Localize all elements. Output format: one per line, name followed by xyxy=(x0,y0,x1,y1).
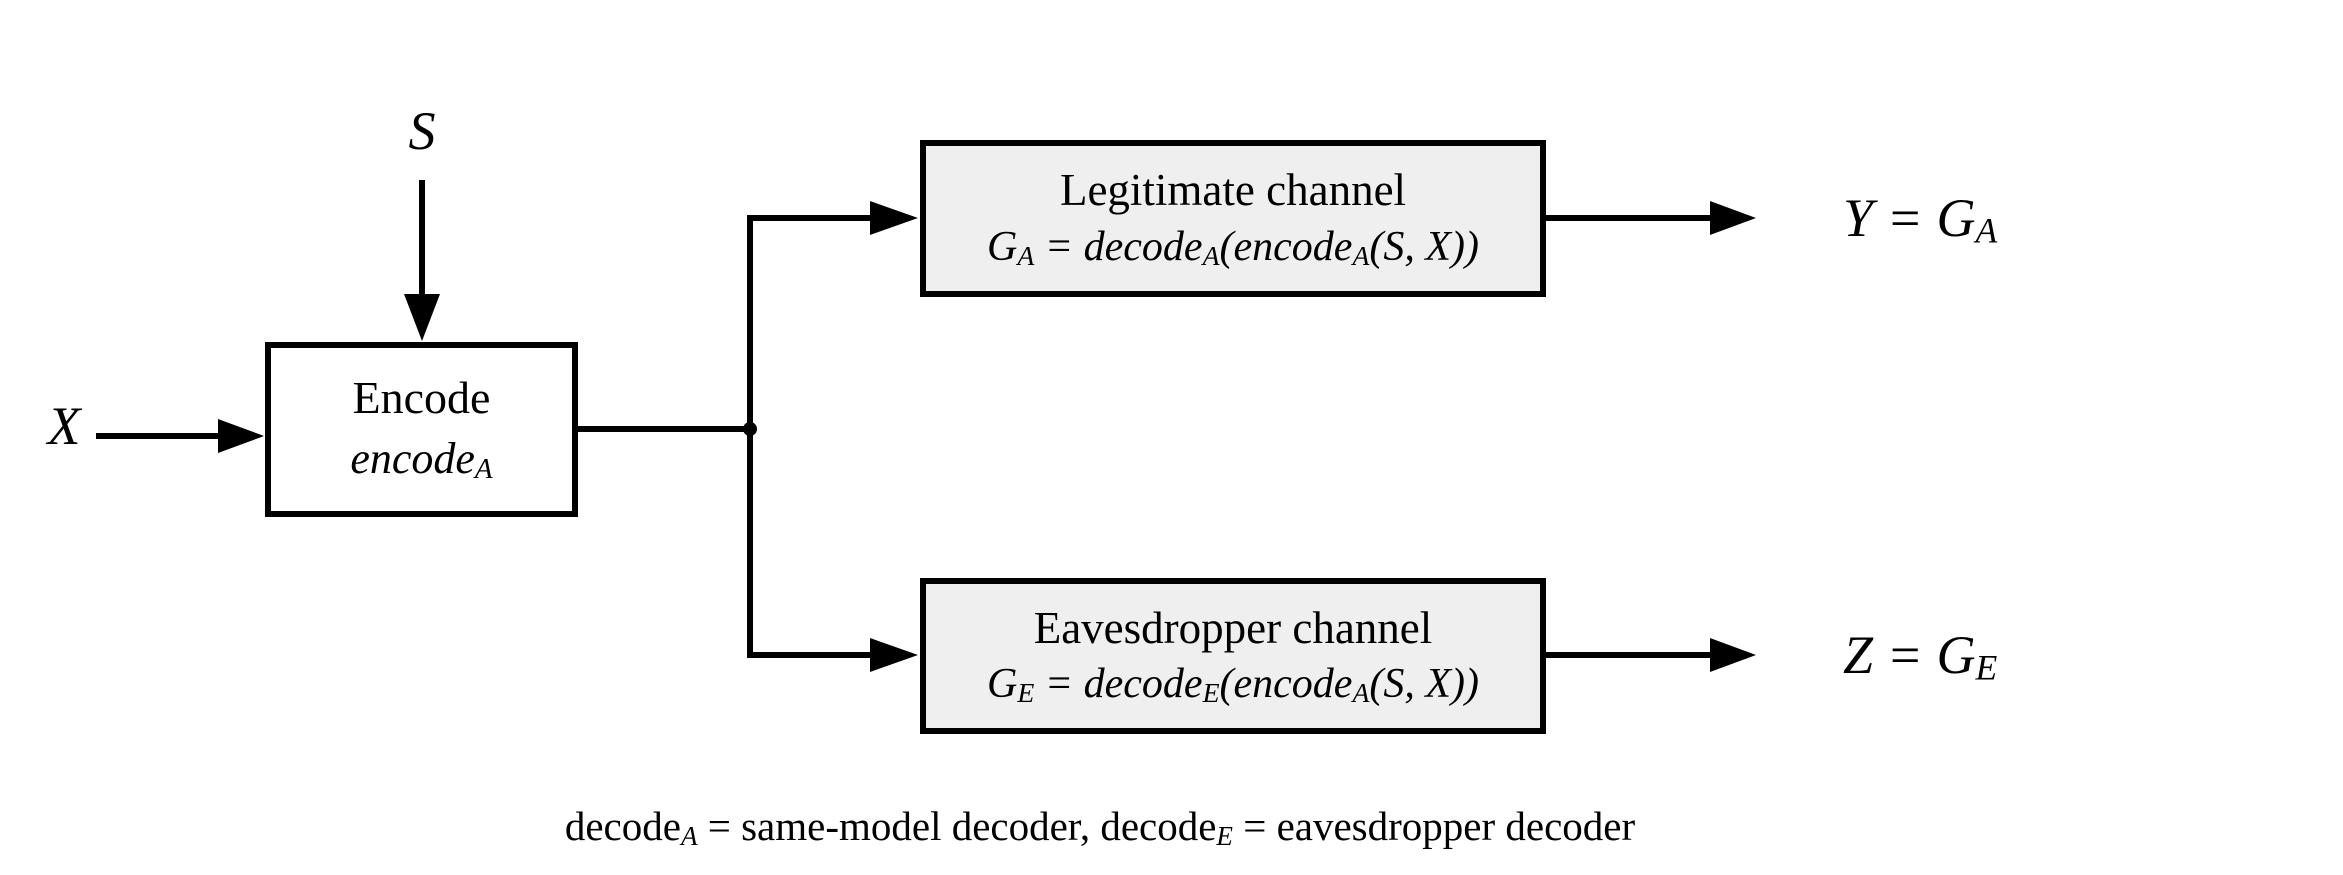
encode-title: Encode xyxy=(352,372,491,423)
formula-args: (S, X)) xyxy=(1369,223,1479,270)
formula-lhs-subscript: A xyxy=(1017,239,1035,271)
caption: decodeA = same-model decoder, decodeE = … xyxy=(500,801,1700,861)
eavesdropper-channel-box: Eavesdropper channel GE = decodeE(encode… xyxy=(920,578,1546,734)
eavesdropper-channel-formula: GE = decodeE(encodeA(S, X)) xyxy=(987,662,1479,707)
caption-end: = eavesdropper decoder xyxy=(1232,803,1636,849)
x-label: X xyxy=(47,396,81,456)
z-output-label: Z = GE xyxy=(1843,624,1997,698)
encode-box: Encode encodeA xyxy=(265,342,578,517)
formula-encode-subscript: A xyxy=(1352,677,1370,709)
formula-lhs: G xyxy=(987,661,1018,708)
legitimate-channel-box: Legitimate channel GA = decodeA(encodeA(… xyxy=(920,140,1546,297)
legitimate-channel-title: Legitimate channel xyxy=(1059,165,1407,216)
z-output-text: Z = G xyxy=(1843,625,1976,685)
encode-function: encodeA xyxy=(350,436,492,485)
x-arrowhead xyxy=(218,419,264,453)
formula-lhs: G xyxy=(987,223,1018,270)
y-output-label: Y = GA xyxy=(1843,187,1997,261)
formula-decode-subscript: E xyxy=(1202,677,1220,709)
encode-fn-subscript: A xyxy=(474,453,493,486)
formula-args: (S, X)) xyxy=(1369,661,1479,708)
bottom-branch-arrowhead xyxy=(870,638,918,672)
caption-decode-a: decode xyxy=(564,803,681,849)
bottom-branch-line xyxy=(747,429,872,658)
encode-fn-name: encode xyxy=(350,434,475,484)
s-label: S xyxy=(408,101,436,161)
z-output-arrowhead xyxy=(1710,638,1756,672)
formula-open-paren: ( xyxy=(1219,661,1234,708)
formula-encode-fn: encode xyxy=(1233,223,1353,270)
formula-encode-fn: encode xyxy=(1233,661,1353,708)
y-output-arrowhead xyxy=(1710,201,1756,235)
formula-decode-fn: decode xyxy=(1083,661,1203,708)
formula-open-paren: ( xyxy=(1219,223,1234,270)
z-output-subscript: E xyxy=(1975,647,1998,688)
caption-middle: = same-model decoder, decode xyxy=(697,803,1217,849)
legitimate-channel-formula: GA = decodeA(encodeA(S, X)) xyxy=(987,225,1479,270)
formula-equals: = xyxy=(1034,661,1084,708)
formula-decode-fn: decode xyxy=(1083,223,1203,270)
formula-equals: = xyxy=(1034,223,1084,270)
formula-lhs-subscript: E xyxy=(1017,677,1035,709)
top-branch-arrowhead xyxy=(870,201,918,235)
formula-encode-subscript: A xyxy=(1352,239,1370,271)
y-output-text: Y = G xyxy=(1843,188,1976,248)
caption-subscript-a: A xyxy=(680,820,698,851)
formula-decode-subscript: A xyxy=(1202,239,1220,271)
y-output-subscript: A xyxy=(1975,210,1998,251)
s-arrowhead xyxy=(404,294,440,341)
caption-subscript-e: E xyxy=(1216,820,1233,851)
eavesdropper-channel-title: Eavesdropper channel xyxy=(1033,602,1433,653)
top-branch-line xyxy=(747,215,872,429)
